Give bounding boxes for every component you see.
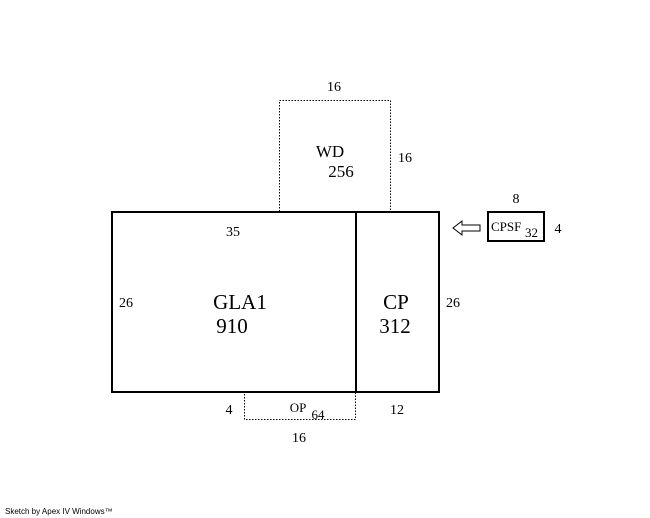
- gla-dim-left: 26: [119, 296, 133, 311]
- gla-area: 910: [216, 314, 248, 338]
- op-area: 64: [312, 407, 326, 422]
- gla-dim-top: 35: [226, 225, 240, 240]
- gla-dim-bottom: 4: [226, 403, 233, 418]
- cp-dim-right: 26: [446, 296, 460, 311]
- cp-label: CP: [383, 290, 409, 314]
- cpsf-outline: [487, 211, 545, 242]
- cpsf-dim-right: 4: [555, 222, 562, 237]
- cpsf-section: 8 4 CPSF 32: [452, 192, 562, 242]
- footer-credit: Sketch by Apex IV Windows™: [5, 507, 113, 516]
- wd-dim-top: 16: [327, 80, 341, 95]
- wd-dim-right: 16: [398, 151, 412, 166]
- cpsf-label: CPSF: [491, 219, 521, 234]
- gla-section: 35 26 4 GLA1 910: [111, 211, 357, 418]
- op-section: OP 64 16: [244, 392, 356, 446]
- cp-outline: [355, 211, 440, 393]
- op-label: OP: [290, 400, 307, 415]
- wd-label: WD: [316, 142, 344, 161]
- cpsf-area: 32: [525, 225, 538, 240]
- wd-area: 256: [328, 162, 354, 181]
- cp-area: 312: [379, 314, 411, 338]
- wd-section: 16 16 WD 256: [279, 80, 412, 212]
- left-arrow-icon: [452, 219, 481, 237]
- cp-dim-bottom: 12: [390, 403, 404, 418]
- gla-label: GLA1: [213, 290, 267, 314]
- cpsf-dim-top: 8: [513, 192, 520, 207]
- cp-section: 26 12 CP 312: [355, 211, 460, 418]
- op-dim-bottom: 16: [292, 431, 306, 446]
